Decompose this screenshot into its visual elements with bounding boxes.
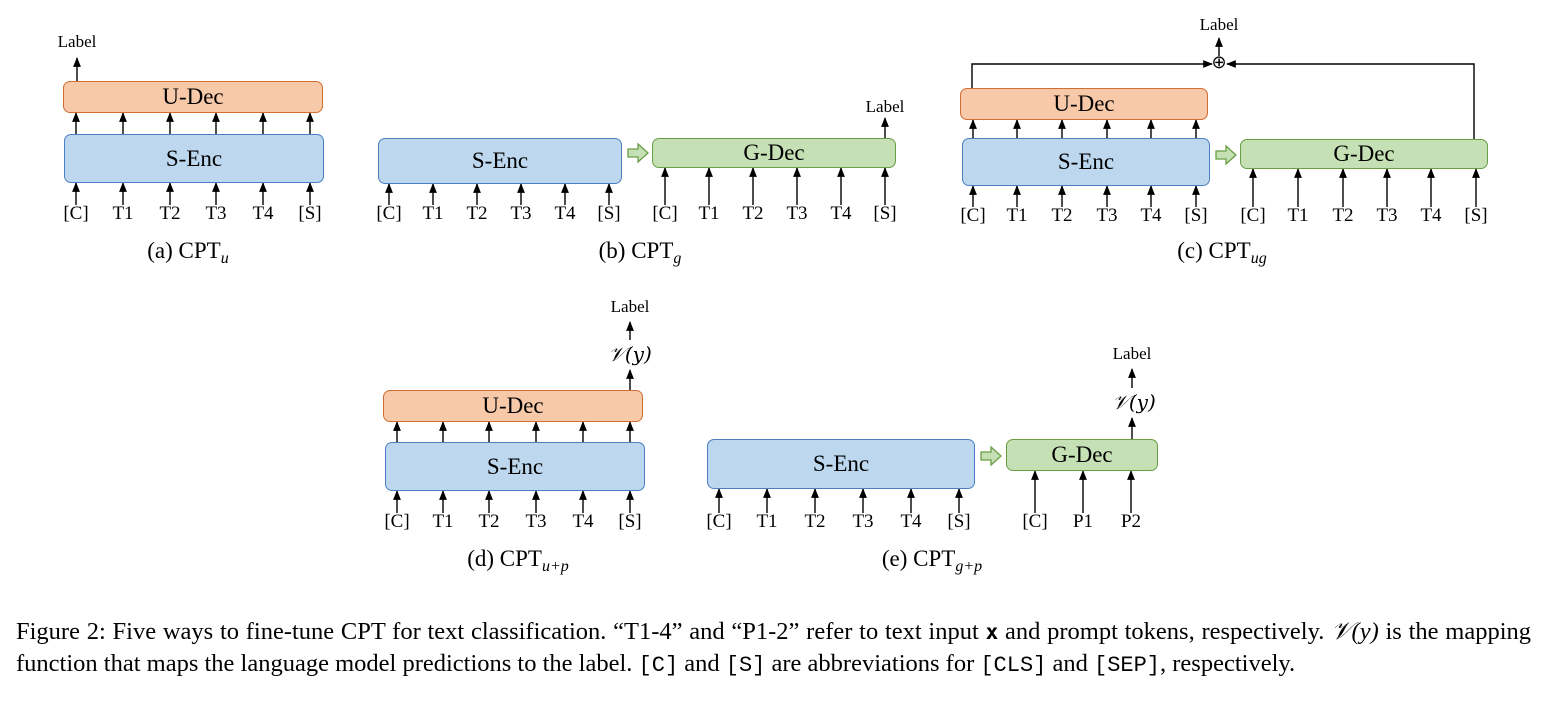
panel-d-mapping: 𝒱(y)	[608, 342, 652, 366]
panel-a-u-dec: U-Dec	[63, 81, 323, 113]
encoder-to-gdec-block-arrow	[980, 445, 1002, 467]
panel-b-s-enc: S-Enc	[378, 138, 622, 184]
panel-c-dec-token: T1	[1287, 205, 1309, 226]
panel-a-output-label: Label	[57, 32, 97, 51]
panel-c-enc-token: T1	[1006, 205, 1028, 226]
panel-e-dec-token: P1	[1072, 511, 1094, 532]
panel-a-token: T4	[252, 203, 274, 224]
panel-c-caption: (c) CPTug	[1177, 238, 1267, 267]
panel-e-dec-token: P2	[1120, 511, 1142, 532]
panel-e-g-dec: G-Dec	[1006, 439, 1158, 471]
panel-a-token: [C]	[63, 203, 89, 224]
gdec-to-combine-arrow	[1226, 60, 1475, 139]
panel-c-dec-token: T3	[1376, 205, 1398, 226]
panel-b-caption: (b) CPTg	[598, 238, 682, 267]
panel-b-g-dec: G-Dec	[652, 138, 896, 168]
panel-b-enc-token: T4	[554, 203, 576, 224]
panel-d-u-dec: U-Dec	[383, 390, 643, 422]
panel-b-dec-token: T4	[830, 203, 852, 224]
panel-a-caption: (a) CPTu	[147, 238, 229, 267]
panel-b-dec-token: T1	[698, 203, 720, 224]
encoder-to-gdec-block-arrow	[627, 142, 649, 164]
panel-d-token: [S]	[618, 511, 642, 532]
panel-b-output-label: Label	[865, 97, 905, 116]
panel-d-token: T3	[525, 511, 547, 532]
panel-e-output-label: Label	[1112, 344, 1152, 363]
panel-e-enc-token: T3	[852, 511, 874, 532]
panel-c-g-dec: G-Dec	[1240, 139, 1488, 169]
panel-e-mapping: 𝒱(y)	[1112, 390, 1156, 414]
panel-c-dec-token: [S]	[1464, 205, 1488, 226]
encoder-to-gdec-block-arrow	[1215, 144, 1237, 166]
panel-a-token: T2	[159, 203, 181, 224]
panel-a-token: [S]	[298, 203, 322, 224]
panel-c-output-label: Label	[1199, 15, 1239, 34]
panel-e-enc-token: [S]	[947, 511, 971, 532]
panel-b-enc-token: [S]	[597, 203, 621, 224]
panel-a-token: T1	[112, 203, 134, 224]
panel-b-dec-token: [S]	[873, 203, 897, 224]
panel-d-token: [C]	[384, 511, 410, 532]
udec-to-combine-arrow	[971, 60, 1213, 88]
panel-c-dec-token: [C]	[1240, 205, 1266, 226]
panel-c-enc-token: [S]	[1184, 205, 1208, 226]
panel-c-enc-token: [C]	[960, 205, 986, 226]
panel-b-dec-token: T2	[742, 203, 764, 224]
panel-a-s-enc: S-Enc	[64, 134, 324, 183]
panel-e-dec-token: [C]	[1022, 511, 1048, 532]
panel-b-enc-token: [C]	[376, 203, 402, 224]
panel-e-enc-token: T4	[900, 511, 922, 532]
panel-c-enc-token: T4	[1140, 205, 1162, 226]
panel-b-enc-token: T3	[510, 203, 532, 224]
panel-c-combine-icon: ⊕	[1211, 52, 1227, 73]
panel-d-caption: (d) CPTu+p	[467, 546, 569, 575]
panel-c-enc-token: T2	[1051, 205, 1073, 226]
figure-caption: Figure 2: Five ways to fine-tune CPT for…	[16, 618, 1532, 678]
panel-e-enc-token: T1	[756, 511, 778, 532]
panel-d-token: T2	[478, 511, 500, 532]
panel-a-token: T3	[205, 203, 227, 224]
panel-c-s-enc: S-Enc	[962, 138, 1210, 186]
panel-d-token: T4	[572, 511, 594, 532]
panel-d-token: T1	[432, 511, 454, 532]
panel-e-s-enc: S-Enc	[707, 439, 975, 489]
panel-d-s-enc: S-Enc	[385, 442, 645, 491]
panel-c-dec-token: T2	[1332, 205, 1354, 226]
panel-d-output-label: Label	[610, 297, 650, 316]
panel-b-enc-token: T1	[422, 203, 444, 224]
diagram-arrows	[72, 37, 1480, 513]
panel-c-dec-token: T4	[1420, 205, 1442, 226]
panel-e-enc-token: T2	[804, 511, 826, 532]
panel-b-dec-token: [C]	[652, 203, 678, 224]
panel-b-dec-token: T3	[786, 203, 808, 224]
panel-c-enc-token: T3	[1096, 205, 1118, 226]
panel-c-u-dec: U-Dec	[960, 88, 1208, 120]
panel-b-enc-token: T2	[466, 203, 488, 224]
panel-e-enc-token: [C]	[706, 511, 732, 532]
panel-e-caption: (e) CPTg+p	[881, 546, 983, 575]
